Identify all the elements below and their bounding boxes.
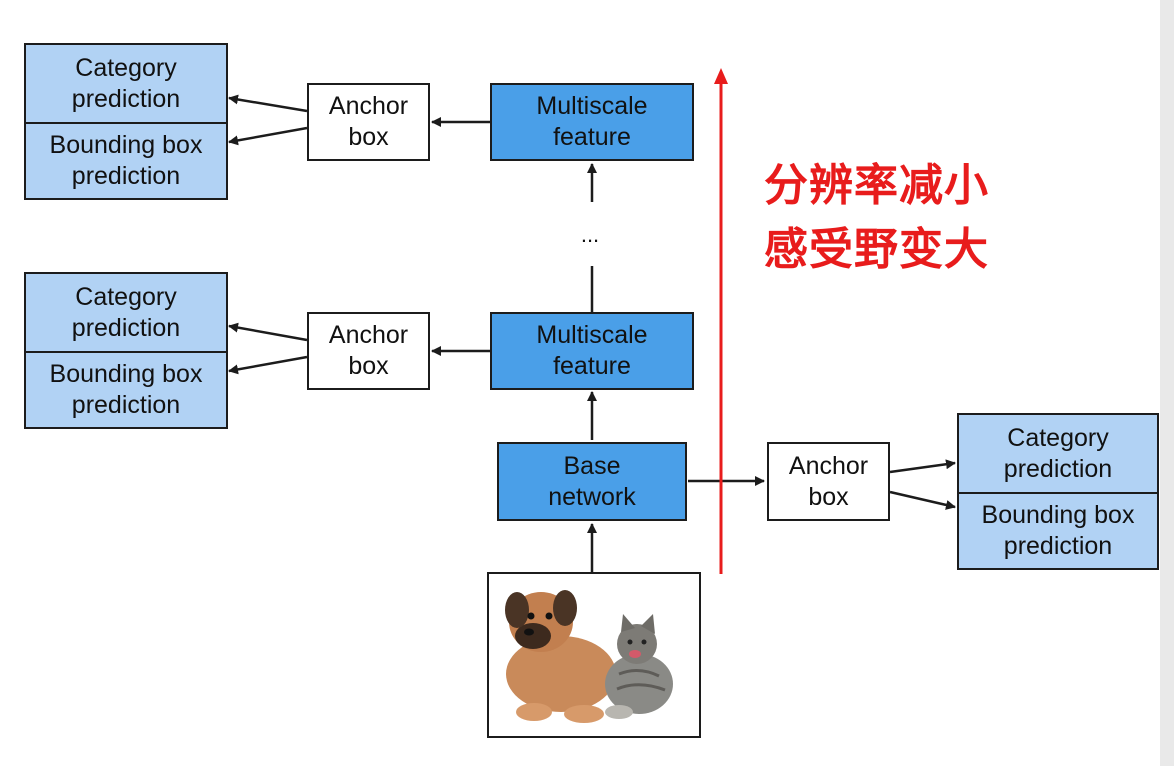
bbox-prediction-level2: Bounding box prediction bbox=[49, 131, 203, 190]
arrow-anchor1-to-bbox1 bbox=[228, 355, 308, 375]
prediction-group-level1: Category prediction Bounding box predict… bbox=[24, 272, 228, 429]
arrow-anchor2-to-category2 bbox=[228, 94, 308, 113]
ellipsis: ... bbox=[580, 222, 600, 247]
prediction-group-level2: Category prediction Bounding box predict… bbox=[24, 43, 228, 200]
anchor-box-level2: Anchor box bbox=[307, 83, 430, 161]
category-prediction-base: Category prediction bbox=[959, 415, 1157, 494]
base-network: Base network bbox=[497, 442, 687, 521]
category-prediction-level2: Category prediction bbox=[26, 45, 226, 124]
arrow-anchor0-to-category0 bbox=[889, 459, 956, 474]
category-prediction-level1: Category prediction bbox=[26, 274, 226, 353]
multiscale-feature-level1: Multiscale feature bbox=[490, 312, 694, 390]
dog-and-cat-photo-icon bbox=[505, 590, 673, 723]
anchor-box-level1: Anchor box bbox=[307, 312, 430, 390]
annotation-resolution-decrease: 分辨率减小 bbox=[764, 160, 989, 211]
input-image bbox=[487, 572, 701, 738]
anchor-box-base: Anchor box bbox=[767, 442, 890, 521]
arrow-anchor0-to-bbox0 bbox=[889, 490, 956, 510]
arrow-anchor1-to-category1 bbox=[228, 322, 308, 342]
bbox-prediction-level1: Bounding box prediction bbox=[49, 360, 203, 419]
multiscale-feature-level2: Multiscale feature bbox=[490, 83, 694, 161]
annotation-receptive-field-increase: 感受野变大 bbox=[764, 224, 989, 275]
window-edge bbox=[1160, 0, 1174, 766]
prediction-group-base: Category prediction Bounding box predict… bbox=[957, 413, 1159, 570]
arrow-anchor2-to-bbox2 bbox=[228, 126, 308, 146]
bbox-prediction-base: Bounding box prediction bbox=[981, 501, 1135, 560]
